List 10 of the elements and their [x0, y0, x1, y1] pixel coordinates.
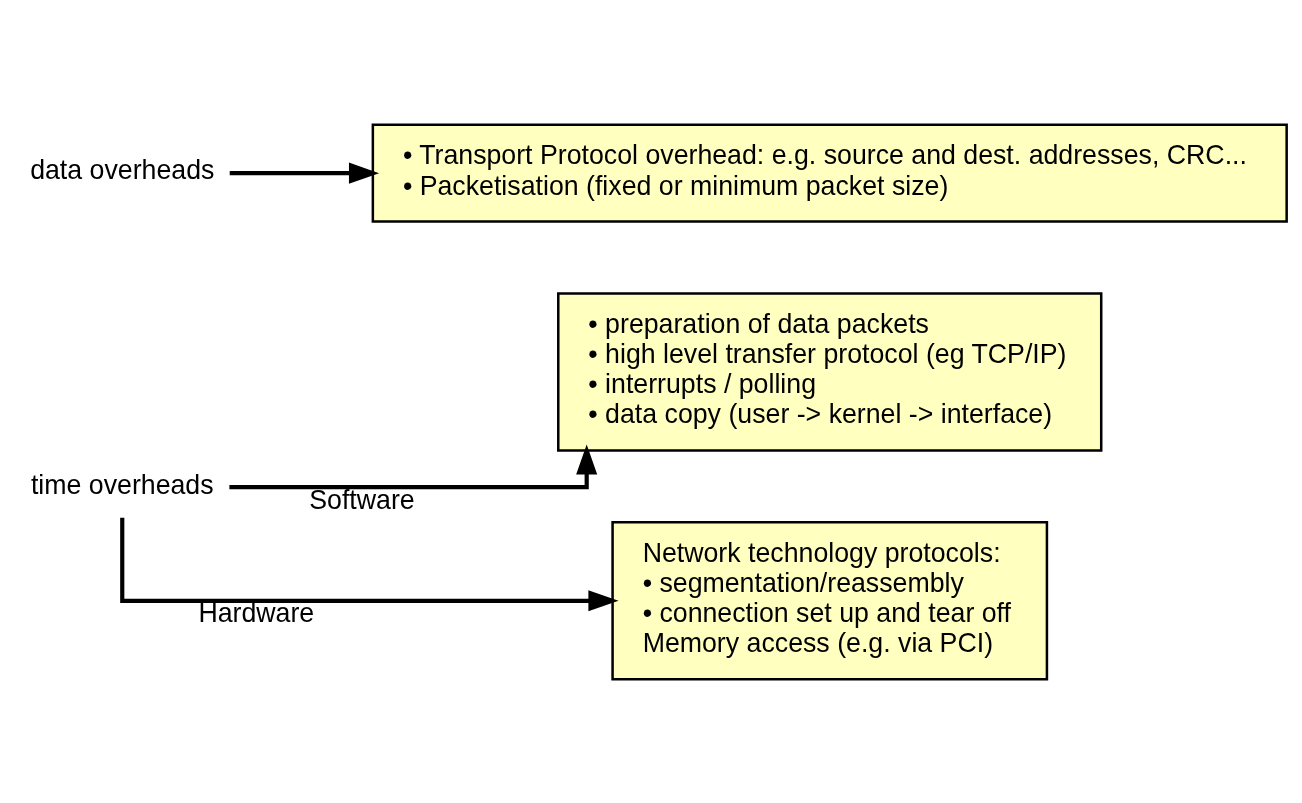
- arrow: [229, 443, 598, 489]
- edge-label: Hardware: [198, 597, 315, 628]
- edge-label: Software: [309, 484, 415, 515]
- node-box: • Transport Protocol overhead: e.g. source and dest. addresses, CRC... • Packetisation (fixed or minimum packet size): [371, 122, 1288, 223]
- node-box: Network technology protocols: • segmentation/reassembly • connection set up and tear off Memory access (e.g. via PCI): [611, 520, 1049, 681]
- arrow: [229, 162, 380, 184]
- arrow: [120, 517, 619, 611]
- node-box: • preparation of data packets • high level transfer protocol (eg TCP/IP) • interrupts / polling • data copy (user -> kernel -> interface): [557, 291, 1103, 452]
- node-text: data overheads: [30, 154, 215, 185]
- node-text: time overheads: [30, 469, 214, 500]
